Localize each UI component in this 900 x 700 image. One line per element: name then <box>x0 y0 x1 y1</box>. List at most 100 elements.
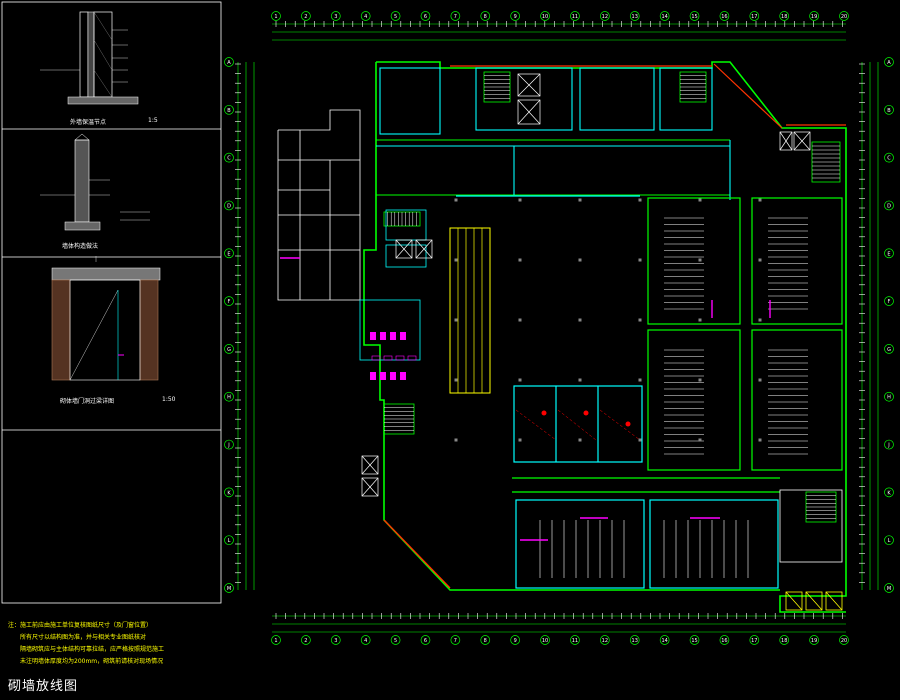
svg-text:K: K <box>887 490 891 496</box>
svg-text:B: B <box>887 108 891 114</box>
svg-text:19: 19 <box>811 14 817 20</box>
svg-text:10: 10 <box>542 14 548 20</box>
grid-axis-top-8: 8 <box>480 11 491 21</box>
grid-axis-left-C: C <box>224 152 234 163</box>
grid-axis-bottom-1: 1 <box>271 635 281 645</box>
detail-3-caption: 砌体墙门洞过梁详图 <box>60 398 115 405</box>
detail-1-scale: 1:5 <box>148 117 158 124</box>
building-outline <box>363 61 847 613</box>
grid-axis-bottom-12: 12 <box>599 635 610 645</box>
dimension-lines <box>237 23 879 633</box>
grid-axis-left-F: F <box>224 296 234 306</box>
svg-text:K: K <box>227 490 231 496</box>
structural-columns <box>454 198 762 442</box>
detail-panel <box>1 1 222 604</box>
svg-text:M: M <box>887 586 891 592</box>
svg-text:M: M <box>227 586 231 592</box>
svg-text:D: D <box>227 203 231 209</box>
svg-text:B: B <box>227 108 231 114</box>
svg-text:19: 19 <box>811 638 817 644</box>
svg-text:C: C <box>227 156 231 162</box>
grid-axis-top-4: 4 <box>360 11 371 21</box>
grid-axis-left-M: M <box>224 583 234 593</box>
svg-text:8: 8 <box>484 14 487 20</box>
svg-text:1: 1 <box>274 638 277 644</box>
grid-axis-top-11: 11 <box>570 11 580 21</box>
detail-wall-section-2 <box>40 133 150 231</box>
svg-text:3: 3 <box>334 14 337 20</box>
grid-axis-left-K: K <box>224 487 234 498</box>
grid-axis-bottom-4: 4 <box>360 635 371 645</box>
notes-line-1: 注：施工前应由施工单位复核图纸尺寸（及门窗位置） <box>8 622 153 629</box>
grid-axis-bottom-10: 10 <box>540 635 550 645</box>
fire-dashed-lines <box>515 409 641 441</box>
grid-axis-bottom-8: 8 <box>480 635 491 645</box>
svg-text:H: H <box>227 395 231 401</box>
svg-text:13: 13 <box>632 14 638 20</box>
grid-axis-right-M: M <box>884 583 894 593</box>
svg-text:8: 8 <box>484 638 487 644</box>
svg-text:C: C <box>887 156 891 162</box>
grid-axis-bottom-3: 3 <box>330 635 341 645</box>
grid-axis-right-K: K <box>884 487 894 498</box>
svg-text:A: A <box>887 60 891 66</box>
central-hall <box>449 195 640 394</box>
grid-axis-top-6: 6 <box>420 11 431 21</box>
grid-axis-bottom-15: 15 <box>689 635 700 645</box>
grid-axis-bottom-5: 5 <box>390 635 401 645</box>
grid-axis-bottom-7: 7 <box>450 635 461 645</box>
grid-axis-bottom-14: 14 <box>659 635 670 645</box>
svg-text:A: A <box>227 60 231 66</box>
grid-axis-top-9: 9 <box>510 11 521 21</box>
svg-text:18: 18 <box>781 14 787 20</box>
grid-axis-top-17: 17 <box>749 11 760 21</box>
grid-axis-right-E: E <box>884 248 894 259</box>
grid-axis-bottom-2: 2 <box>301 635 311 645</box>
grid-axis-top-5: 5 <box>390 11 401 21</box>
svg-text:D: D <box>887 203 891 209</box>
left-wing-rooms <box>277 109 427 361</box>
grid-axis-left-G: G <box>224 344 234 354</box>
grid-axis-top-1: 1 <box>271 11 281 21</box>
svg-text:13: 13 <box>632 638 638 644</box>
svg-text:20: 20 <box>841 14 847 20</box>
grid-axis-top-3: 3 <box>330 11 341 21</box>
svg-text:F: F <box>228 299 231 305</box>
bottom-shafts <box>785 591 843 611</box>
svg-text:17: 17 <box>751 638 757 644</box>
notes-line-3: 隔墙砌筑应与主体结构可靠拉结，应严格按照规范施工 <box>20 646 165 653</box>
grid-axis-top-7: 7 <box>450 11 461 21</box>
svg-text:E: E <box>227 251 230 257</box>
grid-axis-top-20: 20 <box>839 11 849 21</box>
grid-axis-right-C: C <box>884 152 894 163</box>
svg-text:9: 9 <box>514 14 517 20</box>
grid-axis-bottom-18: 18 <box>779 635 790 645</box>
svg-text:6: 6 <box>424 14 427 20</box>
grid-axis-top-18: 18 <box>779 11 790 21</box>
grid-axis-top-13: 13 <box>629 11 640 21</box>
elevator-shafts-upper <box>517 73 811 151</box>
grid-axis-left-J: J <box>224 439 234 450</box>
svg-text:3: 3 <box>334 638 337 644</box>
svg-text:F: F <box>888 299 891 305</box>
grid-axis-bottom-16: 16 <box>719 635 730 645</box>
svg-text:5: 5 <box>394 638 397 644</box>
lecture-seating-rows <box>539 217 808 578</box>
detail-1-caption: 外墙保温节点 <box>70 119 107 126</box>
svg-text:2: 2 <box>304 638 307 644</box>
grid-axis-bottom-13: 13 <box>629 635 640 645</box>
svg-text:4: 4 <box>364 14 367 20</box>
svg-text:15: 15 <box>691 14 697 20</box>
dimension-ticks <box>235 21 865 619</box>
detail-2-caption: 墙体构造做法 <box>62 243 99 250</box>
svg-text:L: L <box>228 538 231 544</box>
detail-wall-section-1 <box>40 11 139 105</box>
grid-axis-right-G: G <box>884 344 894 354</box>
notes-line-4: 未注明墙体厚度均为200mm，砌筑前请核对现场情况 <box>20 658 164 665</box>
grid-axis-left-D: D <box>224 200 234 211</box>
svg-text:6: 6 <box>424 638 427 644</box>
svg-text:L: L <box>888 538 891 544</box>
grid-axis-bottom-20: 20 <box>839 635 849 645</box>
svg-text:12: 12 <box>602 638 608 644</box>
svg-text:14: 14 <box>661 14 667 20</box>
